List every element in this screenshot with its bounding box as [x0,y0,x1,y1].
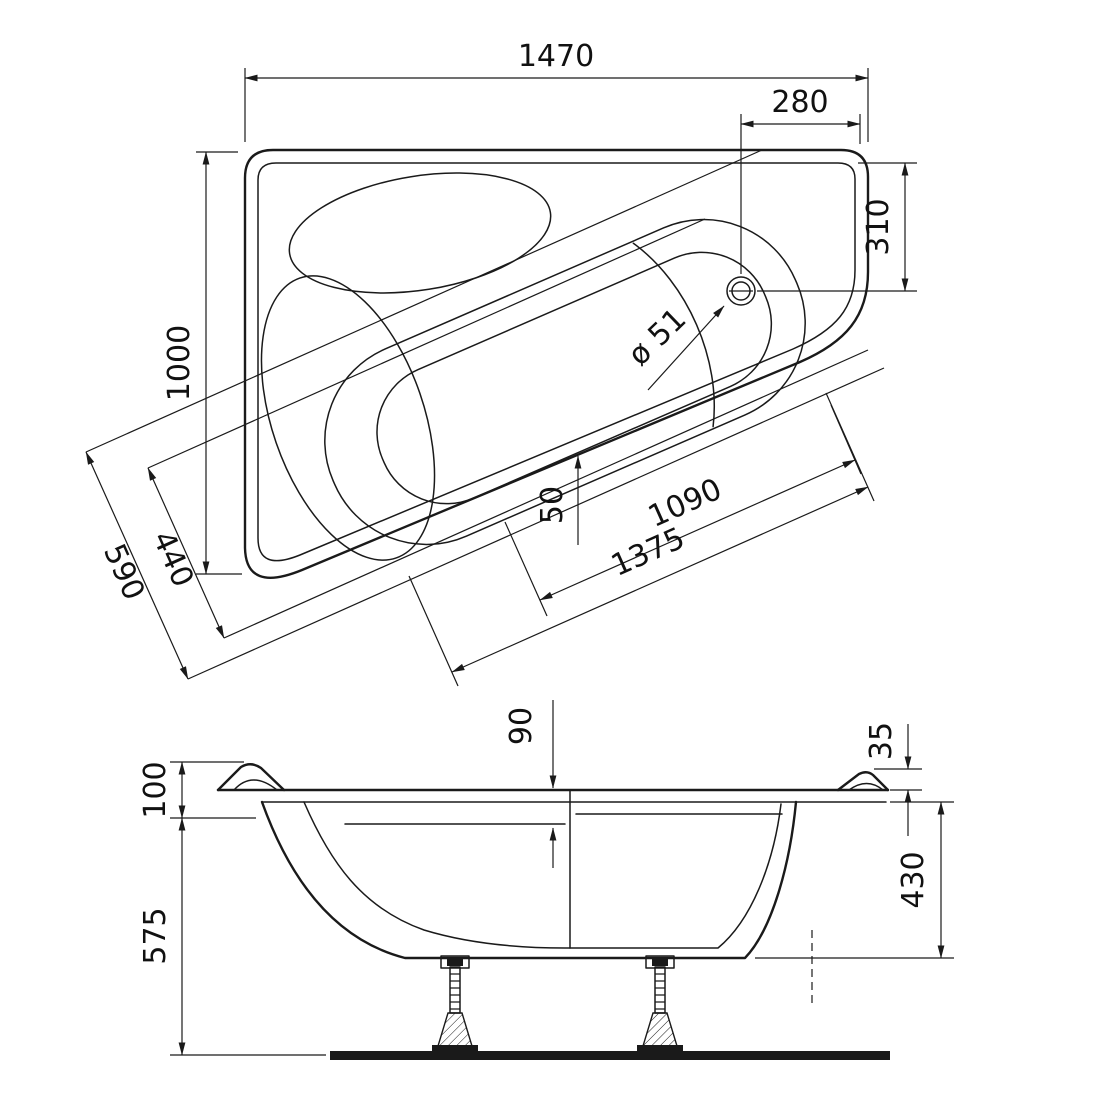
left-rim-lip [216,763,286,792]
tub-top-outlines [243,148,870,579]
dim-skirt-height-label: 575 [138,907,173,964]
dim-shell-height-label: 430 [896,851,931,908]
leader-line [647,305,725,391]
dim-skirt-height: 575 [138,817,326,1056]
drain-icon [726,276,756,306]
dim-drain-offset-x-label: 280 [771,85,828,120]
dim-end-width-inner-label: 440 [145,526,200,593]
dim-drain-diameter: ø 51 [621,302,725,391]
dim-slant-edge-length: 1375 [408,392,875,687]
dim-slant-edge-length-label: 1375 [606,521,690,584]
dim-drain-diameter-label: ø 51 [621,302,693,373]
foot-thread-lines [450,973,460,1010]
dim-overall-width: 1000 [162,151,242,575]
foot-cone [642,1012,678,1047]
extension-line [504,521,548,617]
foot-mount [645,955,675,969]
seat-edge-line [632,242,715,428]
extension-line [147,218,706,469]
inner-shell-outline [303,801,782,949]
dim-rim-to-seat-label: 90 [504,707,539,745]
dimension-line [451,486,869,673]
foot-cone [437,1012,473,1047]
foot-base-plate [637,1045,683,1053]
side-view-dimensions: 100 575 90 35 [138,700,954,1056]
foot-nut [652,958,668,966]
top-view: 1470 280 310 1000 [85,39,917,687]
foot-nut [447,958,463,966]
dim-rim-height-label: 100 [138,761,173,818]
dim-shell-height: 430 [755,801,954,959]
side-view: 100 575 90 35 [138,700,954,1060]
dim-end-width-inner: 440 [145,218,869,639]
left-rim-lip-inner [233,779,278,791]
tub-side-outlines [216,763,890,1060]
right-rim-lip-inner [848,782,884,791]
dim-rim-lip-height-label: 35 [864,722,899,760]
adjustable-foot-left [432,955,478,1053]
extension-line [408,575,459,687]
adjustable-foot-right [637,955,683,1053]
dim-rim-height: 100 [138,761,256,819]
top-view-dimensions: 1470 280 310 1000 [85,39,917,687]
extension-line [825,392,875,502]
headrest-contour-left [260,275,436,561]
headrest-contour-upper [288,172,552,294]
dim-drain-offset-y-label: 310 [861,198,896,255]
foot-base-plate [432,1045,478,1053]
dim-drain-offset-x: 280 [740,85,861,274]
apron-outline [260,800,798,960]
extension-line [85,149,763,453]
dimension-line [147,467,225,639]
tub-outer-outline [243,148,870,579]
dim-rim-lip-height: 35 [864,722,922,836]
dim-rim-to-seat: 90 [504,700,557,868]
tub-inner-rim-outline [257,162,856,562]
dim-overall-length-label: 1470 [518,39,594,74]
floor-ground-bar [330,1051,890,1060]
dim-overall-length: 1470 [244,39,869,142]
dimension-line [85,451,189,680]
dim-drain-offset-y: 310 [757,162,917,292]
dim-floor-offset-label: 50 [535,486,570,524]
basin-floor-outline [376,251,773,505]
foot-thread-lines [655,973,665,1010]
dim-basin-length-label: 1090 [643,472,727,535]
foot-mount [440,955,470,969]
dim-overall-width-label: 1000 [162,325,197,401]
right-rim-lip [836,771,890,792]
dim-end-width-outer-label: 590 [96,539,151,606]
